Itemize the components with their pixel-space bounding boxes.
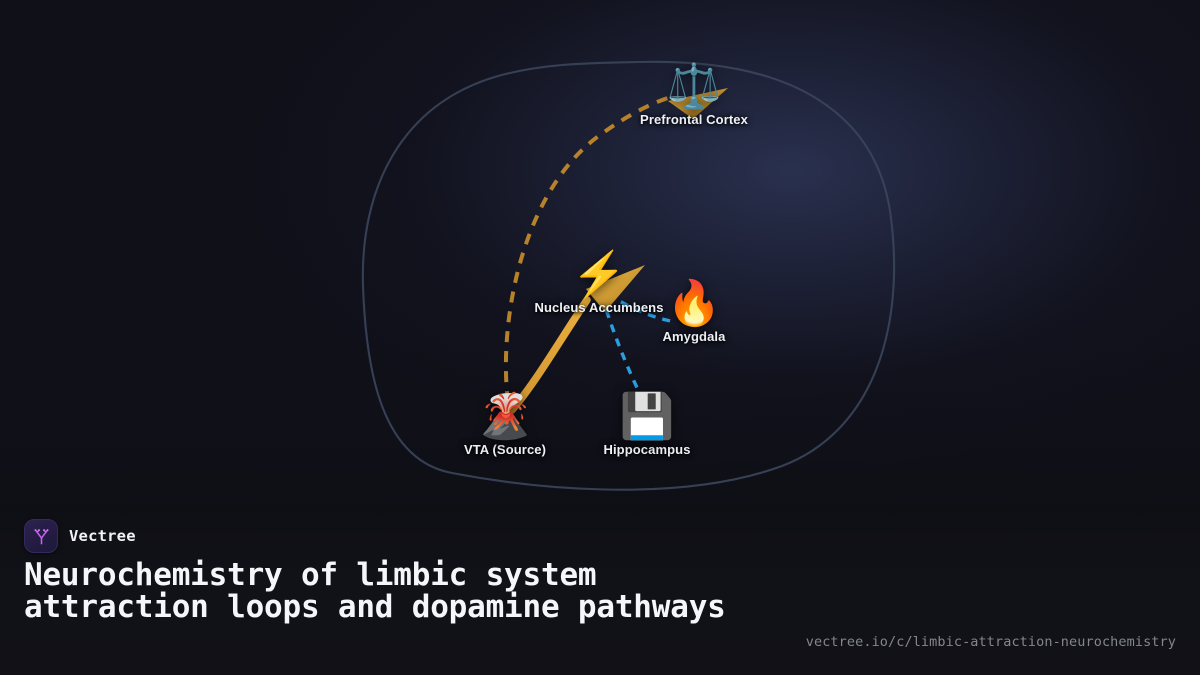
high-voltage-icon: ⚡ bbox=[571, 250, 627, 299]
fire-icon: 🔥 bbox=[666, 279, 722, 328]
brand[interactable]: Vectree bbox=[24, 519, 136, 553]
arrowhead-prefrontal-cortex bbox=[668, 88, 728, 119]
edge-vta-to-nucleus-accumbens bbox=[508, 296, 591, 414]
node-amygdala[interactable]: 🔥 Amygdala bbox=[604, 279, 784, 345]
node-nucleus-accumbens[interactable]: ⚡ Nucleus Accumbens bbox=[509, 250, 689, 316]
volcano-icon: 🌋 bbox=[477, 392, 533, 441]
boundary-outline bbox=[361, 60, 896, 491]
node-label-prefrontal-cortex: Prefrontal Cortex bbox=[640, 112, 748, 127]
node-prefrontal-cortex[interactable]: ⚖️ Prefrontal Cortex bbox=[604, 62, 784, 128]
floppy-disk-icon: 💾 bbox=[619, 392, 675, 441]
node-hippocampus[interactable]: 💾 Hippocampus bbox=[557, 392, 737, 458]
page-title: Neurochemistry of limbic system attracti… bbox=[24, 557, 726, 625]
page-url: vectree.io/c/limbic-attraction-neurochem… bbox=[805, 634, 1176, 650]
vectree-tree-icon bbox=[24, 519, 58, 553]
graph-edges-layer bbox=[361, 60, 896, 491]
arrowhead-nucleus-accumbens bbox=[586, 265, 645, 312]
canvas-bottom-fade bbox=[0, 330, 1200, 675]
balance-scale-icon: ⚖️ bbox=[666, 62, 722, 111]
node-label-vta: VTA (Source) bbox=[463, 442, 547, 457]
edge-vta-to-prefrontal-cortex bbox=[503, 95, 672, 403]
node-label-hippocampus: Hippocampus bbox=[603, 442, 691, 457]
node-vta[interactable]: 🌋 VTA (Source) bbox=[415, 392, 595, 458]
brand-name: Vectree bbox=[69, 527, 136, 545]
graph-canvas[interactable]: ⚖️ Prefrontal Cortex ⚡ Nucleus Accumbens… bbox=[0, 0, 1200, 500]
node-label-nucleus-accumbens: Nucleus Accumbens bbox=[534, 300, 664, 315]
node-label-amygdala: Amygdala bbox=[662, 329, 726, 344]
footer: Vectree Neurochemistry of limbic system … bbox=[0, 495, 1200, 675]
